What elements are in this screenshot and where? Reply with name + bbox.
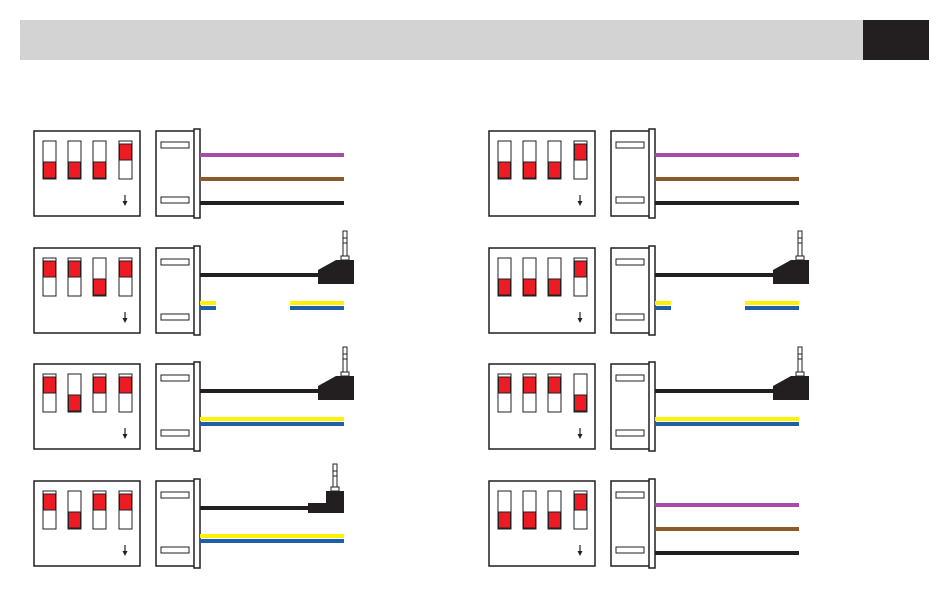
dip-switch-knob-up: [120, 377, 132, 393]
dip-switch-knob-down: [69, 395, 81, 411]
audio-jack-collar: [341, 256, 349, 260]
dip-switch-knob-down: [499, 162, 511, 178]
audio-jack-collar: [796, 256, 804, 260]
dip-switch-knob-down: [499, 512, 511, 528]
panel-left-4: [34, 464, 344, 568]
connector-latch-bottom: [616, 314, 644, 320]
dip-switch-knob-up: [524, 377, 536, 393]
connector-latch-top: [616, 259, 644, 265]
audio-jack-body: [773, 260, 809, 284]
dip-switch-knob-up: [44, 494, 56, 510]
dip-switch-knob-up: [69, 261, 81, 277]
dip-switch-knob-down: [94, 279, 106, 295]
dip-switch-knob-down: [524, 162, 536, 178]
connector-latch-top: [616, 142, 644, 148]
panel-left-2: [34, 231, 354, 335]
connector-latch-bottom: [161, 197, 189, 203]
connector-latch-top: [161, 142, 189, 148]
dip-switch-knob-up: [94, 377, 106, 393]
audio-jack-body: [318, 376, 354, 400]
dip-switch-knob-up: [120, 261, 132, 277]
connector-latch-bottom: [616, 547, 644, 553]
audio-jack-body: [318, 260, 354, 284]
dip-switch-knob-down: [524, 512, 536, 528]
dip-switch-knob-up: [44, 261, 56, 277]
dip-switch-knob-down: [94, 162, 106, 178]
dip-switch-knob-up: [549, 377, 561, 393]
connector-flange: [194, 129, 200, 218]
connector-latch-top: [161, 492, 189, 498]
audio-jack-collar: [331, 487, 339, 491]
connector-latch-bottom: [616, 430, 644, 436]
dip-switch-knob-up: [499, 377, 511, 393]
dip-switch-knob-down: [69, 162, 81, 178]
dip-switch-knob-down: [549, 279, 561, 295]
audio-jack-collar: [341, 372, 349, 376]
dip-switch-knob-up: [94, 494, 106, 510]
connector-flange: [649, 129, 655, 218]
dip-switch-knob-up: [120, 494, 132, 510]
connector-flange: [194, 246, 200, 335]
panel-right-3: [489, 347, 809, 451]
connector-flange: [649, 246, 655, 335]
dip-switch-knob-down: [549, 162, 561, 178]
dip-switch-knob-up: [575, 261, 587, 277]
connector-latch-top: [161, 259, 189, 265]
connector-flange: [194, 362, 200, 451]
panel-right-4: [489, 479, 799, 568]
connector-latch-top: [616, 375, 644, 381]
connector-latch-bottom: [161, 430, 189, 436]
connector-flange: [194, 479, 200, 568]
connector-flange: [649, 479, 655, 568]
connector-latch-bottom: [161, 547, 189, 553]
dip-switch-knob-up: [575, 494, 587, 510]
panel-left-1: [34, 129, 344, 218]
audio-jack-collar: [796, 372, 804, 376]
dip-switch-knob-up: [44, 377, 56, 393]
panel-right-2: [489, 231, 809, 335]
dip-switch-knob-down: [575, 395, 587, 411]
dip-switch-knob-down: [524, 279, 536, 295]
connector-latch-top: [161, 375, 189, 381]
dip-switch-knob-down: [549, 512, 561, 528]
dip-switch-knob-down: [44, 162, 56, 178]
dip-switch-knob-down: [499, 279, 511, 295]
dip-switch-knob-down: [69, 512, 81, 528]
panel-left-3: [34, 347, 354, 451]
audio-jack-body: [773, 376, 809, 400]
connector-flange: [649, 362, 655, 451]
connector-latch-bottom: [161, 314, 189, 320]
dip-switch-knob-up: [575, 144, 587, 160]
dip-switch-knob-up: [120, 144, 132, 160]
audio-jack-body: [308, 491, 344, 513]
connector-latch-top: [616, 492, 644, 498]
connector-latch-bottom: [616, 197, 644, 203]
panel-right-1: [489, 129, 799, 218]
